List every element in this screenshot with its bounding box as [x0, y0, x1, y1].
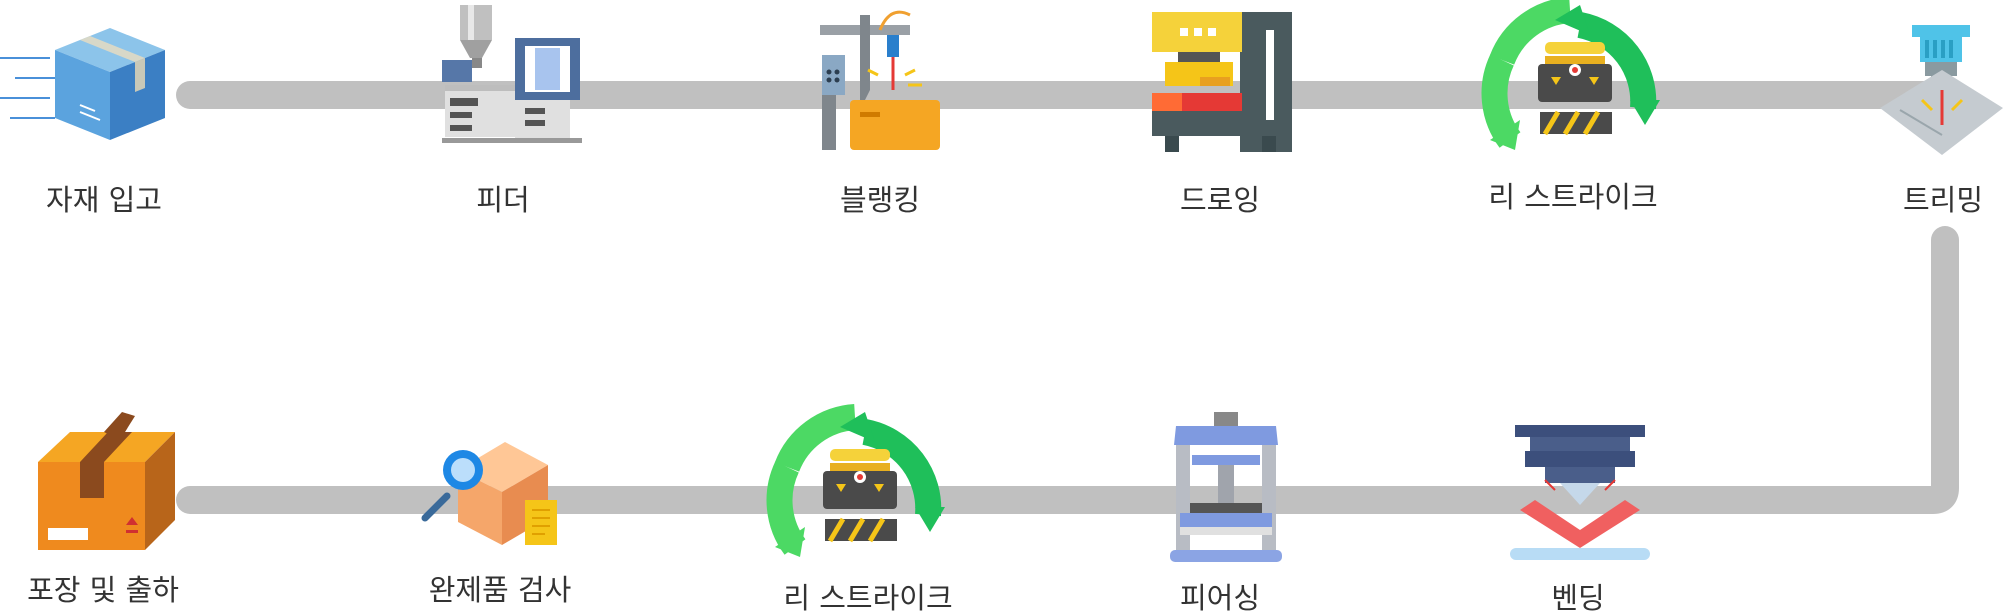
step-6-label: 트리밍	[1903, 183, 1983, 217]
step-8-piercing-press-icon	[1170, 412, 1282, 562]
flow-connector-line	[176, 81, 1959, 514]
step-3-blanking-press-icon	[820, 10, 940, 150]
step-3-label: 블랭킹	[840, 183, 920, 217]
step-2-feeder-machine-icon	[442, 5, 582, 143]
step-5-label: 리 스트라이크	[1488, 180, 1657, 214]
step-10-label: 완제품 검사	[429, 573, 572, 607]
step-7-bending-press-icon	[1510, 425, 1650, 560]
step-6-trimming-laser-icon	[1880, 25, 2003, 155]
step-9-label: 리 스트라이크	[783, 581, 952, 615]
step-5-restrike-icon	[1481, 0, 1660, 150]
step-4-label: 드로잉	[1180, 183, 1260, 217]
step-10-inspection-icon	[421, 442, 557, 545]
step-1-warehouse-box-icon	[0, 28, 165, 140]
step-11-packaging-box-icon	[38, 412, 175, 550]
step-11-label: 포장 및 출하	[27, 573, 179, 607]
step-9-restrike-icon	[766, 404, 945, 557]
step-7-label: 벤딩	[1551, 581, 1604, 615]
step-2-label: 피더	[476, 183, 529, 217]
step-8-label: 피어싱	[1180, 581, 1260, 615]
step-4-drawing-press-icon	[1152, 12, 1292, 152]
step-1-label: 자재 입고	[46, 183, 162, 217]
